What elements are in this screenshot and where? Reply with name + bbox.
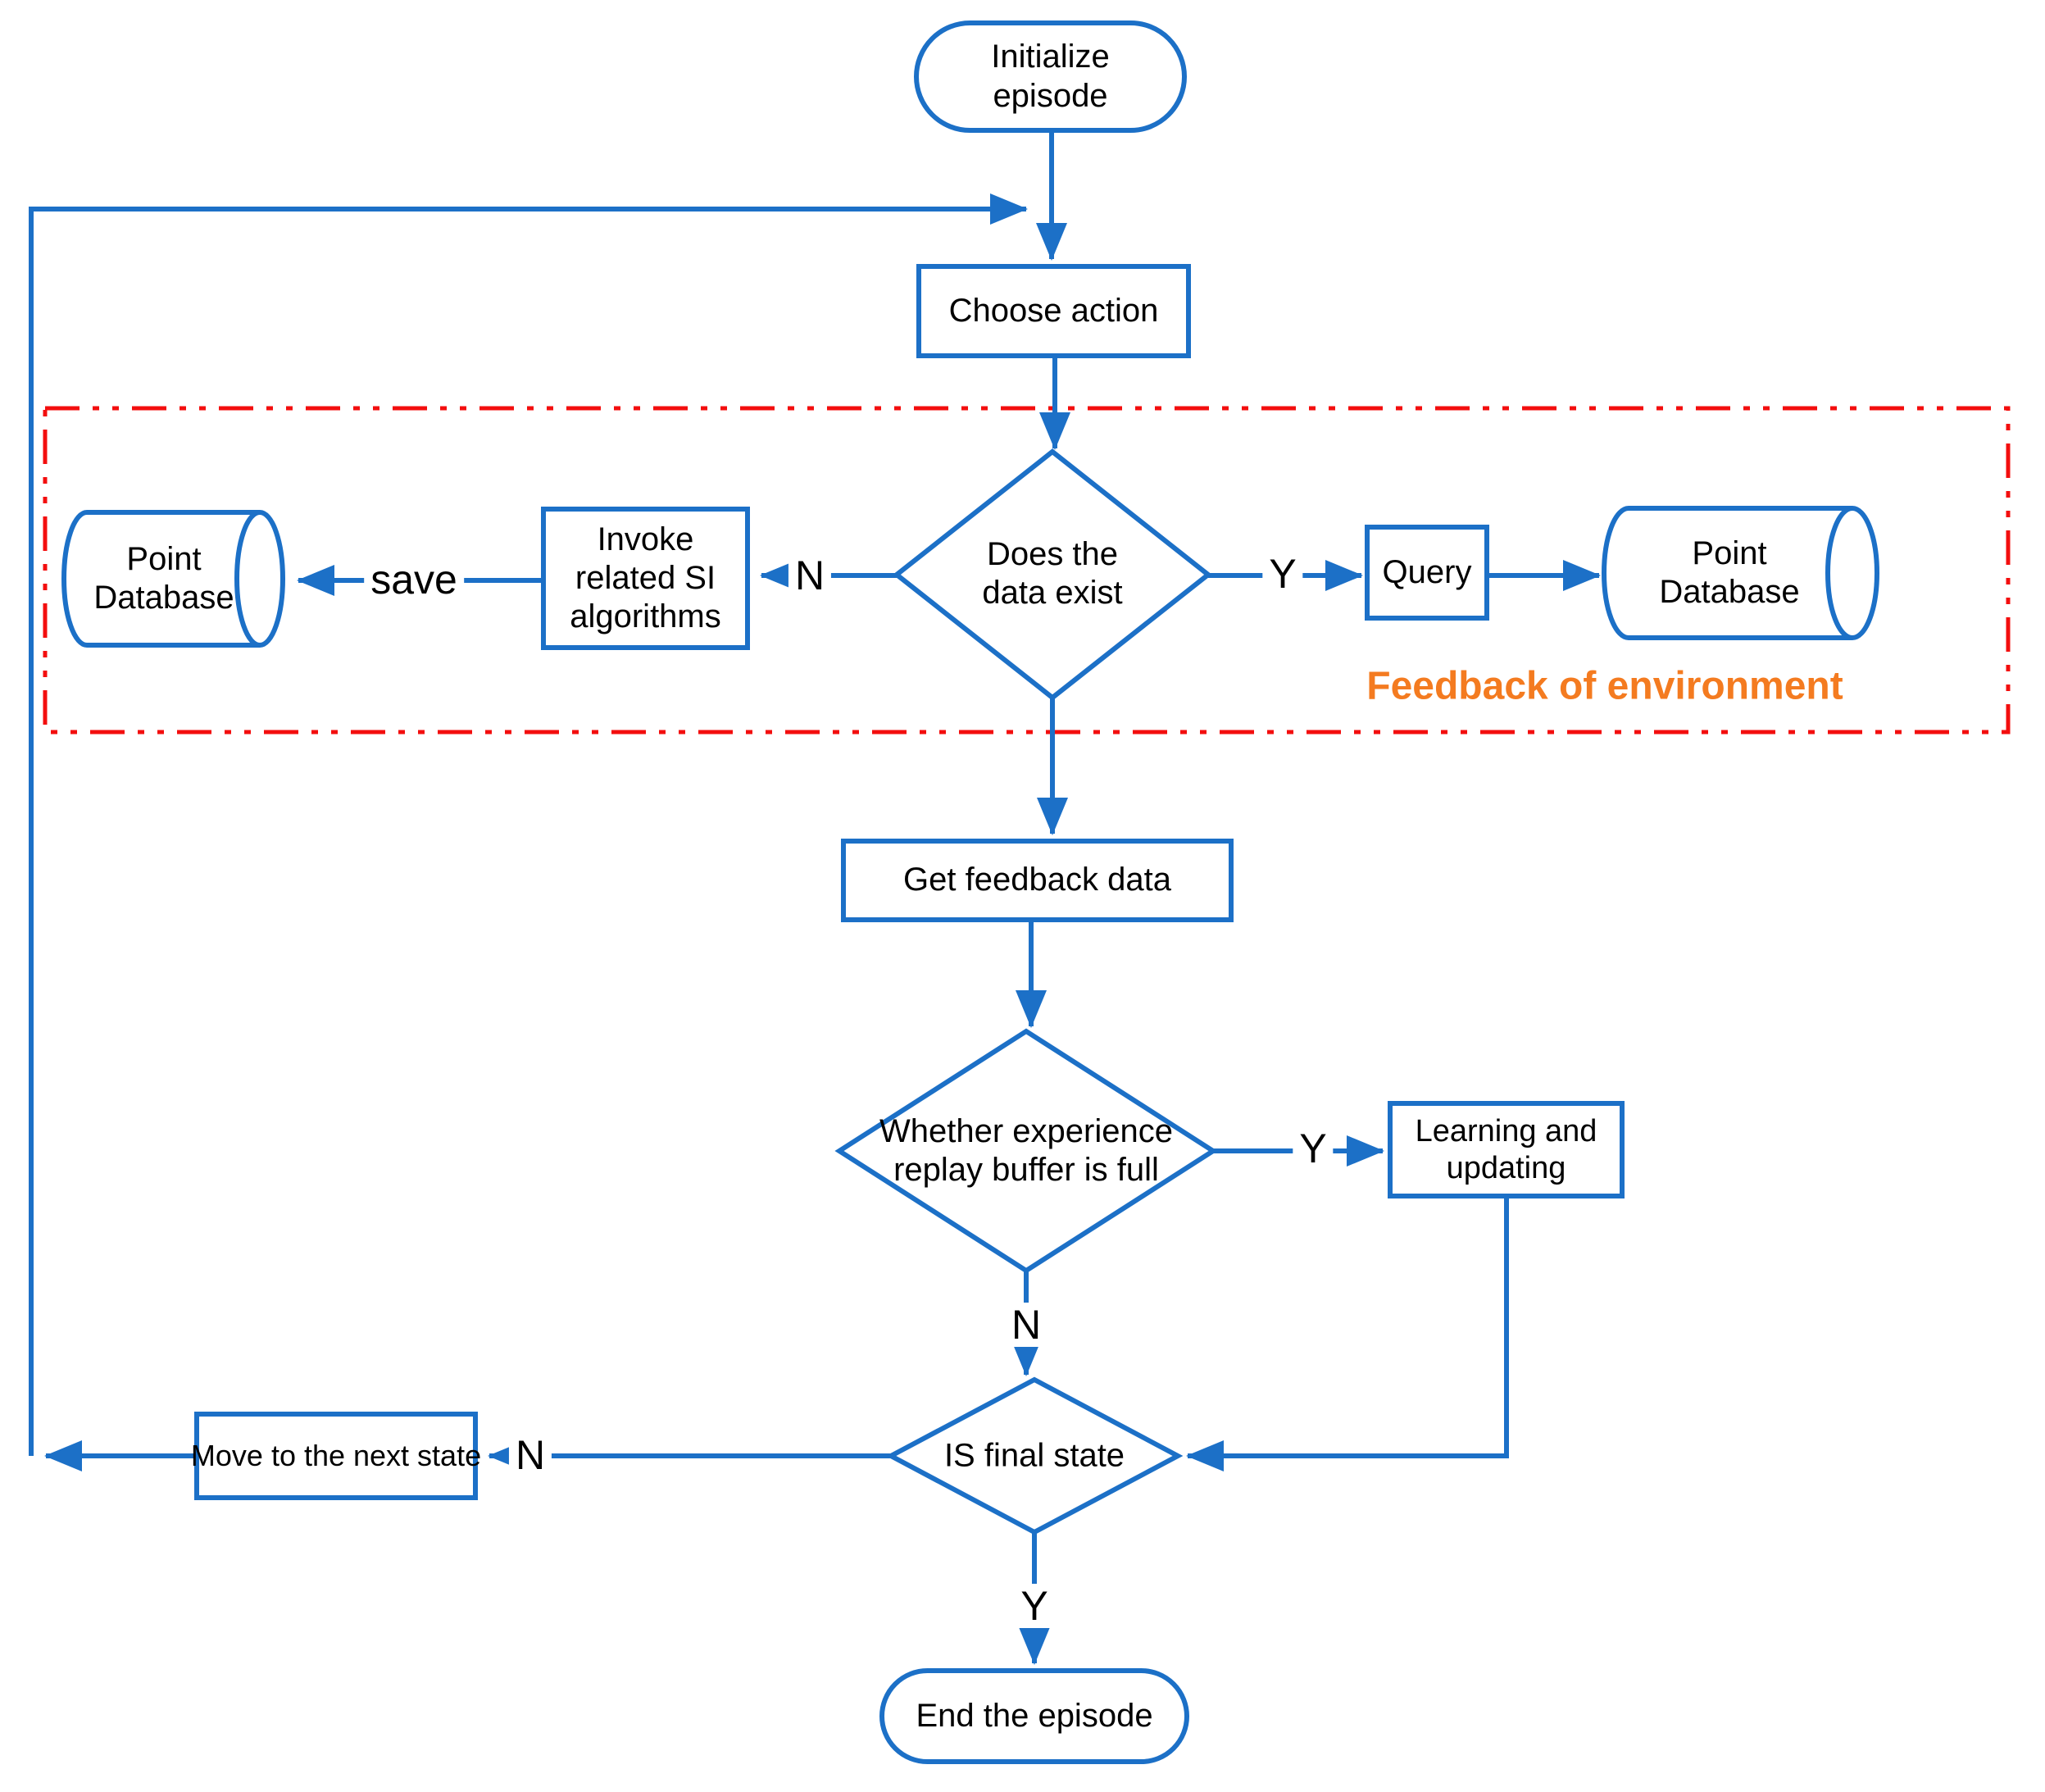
feedback-region-border <box>43 406 2011 735</box>
node-initialize-episode-label: Initialize episode <box>991 39 1110 114</box>
edge-label-n-final: N <box>508 1433 552 1477</box>
node-choose-action-label: Choose action <box>948 292 1159 329</box>
node-invoke-si-algorithms: Invoke related SI algorithms <box>541 507 750 650</box>
database-right-label: Point Database <box>1659 534 1800 610</box>
node-query: Query <box>1365 525 1489 621</box>
edge-label-n-data: N <box>788 553 832 598</box>
node-move-next-state-label: Move to the next state <box>190 1438 482 1472</box>
decision-does-data-exist <box>893 448 1212 701</box>
node-initialize-episode: Initialize episode <box>914 20 1187 133</box>
edge-label-save: save <box>364 557 464 602</box>
decision-buffer-full-label: Whether experience replay buffer is full <box>879 1112 1173 1188</box>
database-left-label: Point Database <box>93 540 234 616</box>
feedback-region-label: Feedback of environment <box>1366 664 1843 708</box>
decision-is-final-state <box>885 1376 1184 1535</box>
edge-label-y-final: Y <box>1014 1584 1055 1628</box>
database-cylinder-left-cap <box>234 510 285 648</box>
node-end-episode-label: End the episode <box>916 1697 1153 1734</box>
database-cylinder-left-body <box>61 510 260 648</box>
node-move-next-state: Move to the next state <box>190 1412 482 1500</box>
node-get-feedback-data: Get feedback data <box>841 839 1234 922</box>
edge-loop-back-to-choose-action <box>29 193 1028 1456</box>
node-get-feedback-data-label: Get feedback data <box>903 862 1171 898</box>
decision-does-data-exist-label: Does the data exist <box>982 535 1123 611</box>
node-choose-action: Choose action <box>916 264 1191 358</box>
decision-is-final-state-label: IS final state <box>943 1437 1125 1474</box>
edge-label-y-data: Y <box>1262 552 1303 596</box>
database-cylinder-right-body <box>1602 506 1852 640</box>
node-query-label: Query <box>1382 553 1472 590</box>
edge-learning-to-is-final <box>1186 1198 1509 1471</box>
edge-label-n-buffer: N <box>1004 1303 1048 1347</box>
node-learning-updating: Learning and updating <box>1388 1101 1625 1198</box>
node-end-episode: End the episode <box>879 1668 1189 1764</box>
node-learning-updating-label: Learning and updating <box>1415 1113 1597 1185</box>
decision-buffer-full <box>834 1028 1218 1274</box>
edge-label-y-buffer: Y <box>1293 1126 1334 1171</box>
node-invoke-si-algorithms-label: Invoke related SI algorithms <box>570 521 721 635</box>
database-cylinder-right-cap <box>1825 506 1879 640</box>
